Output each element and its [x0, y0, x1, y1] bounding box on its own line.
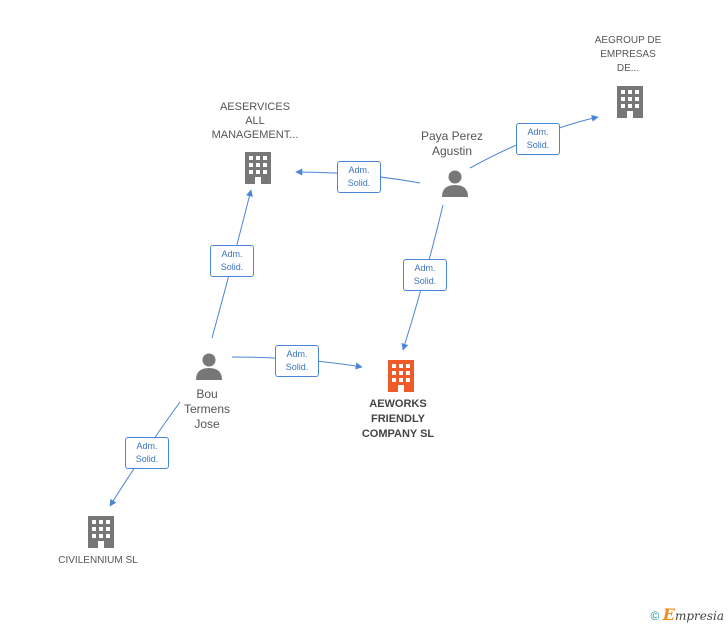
- label-paya: Paya Perez Agustin: [420, 129, 484, 158]
- label-bou: Bou Termens Jose: [183, 387, 230, 431]
- label-civilennium: CIVILENNIUM SL: [58, 555, 138, 566]
- building-icon: [388, 360, 414, 392]
- brand-logo: Empresia: [662, 605, 724, 624]
- edge-label-paya-aegroup: Adm.Solid.: [516, 123, 560, 155]
- person-icon: [196, 353, 222, 380]
- node-aegroup[interactable]: [613, 84, 647, 120]
- building-icon: [617, 86, 643, 118]
- footer-brand[interactable]: © Empresia: [651, 605, 724, 624]
- building-icon: [88, 516, 114, 548]
- label-aeworks: AEWORKS FRIENDLY COMPANY SL: [361, 398, 435, 440]
- edge-label-bou-aeworks: Adm.Solid.: [275, 345, 319, 377]
- node-aeservices[interactable]: [241, 150, 275, 186]
- node-paya[interactable]: [440, 168, 470, 198]
- label-aegroup: AEGROUP DE EMPRESAS DE...: [594, 35, 662, 74]
- person-icon: [442, 170, 468, 197]
- edge-label-paya-aeworks: Adm.Solid.: [403, 259, 447, 291]
- node-aeworks[interactable]: [384, 358, 418, 394]
- node-civilennium[interactable]: [84, 514, 118, 550]
- label-aeservices: AESERVICES ALL MANAGEMENT...: [211, 101, 299, 141]
- node-bou[interactable]: [194, 351, 224, 381]
- building-icon: [245, 152, 271, 184]
- edge-label-bou-aeservices: Adm.Solid.: [210, 245, 254, 277]
- edge-label-paya-aeservices: Adm.Solid.: [337, 161, 381, 193]
- edge-label-bou-civilennium: Adm.Solid.: [125, 437, 169, 469]
- copyright-icon: ©: [650, 609, 660, 623]
